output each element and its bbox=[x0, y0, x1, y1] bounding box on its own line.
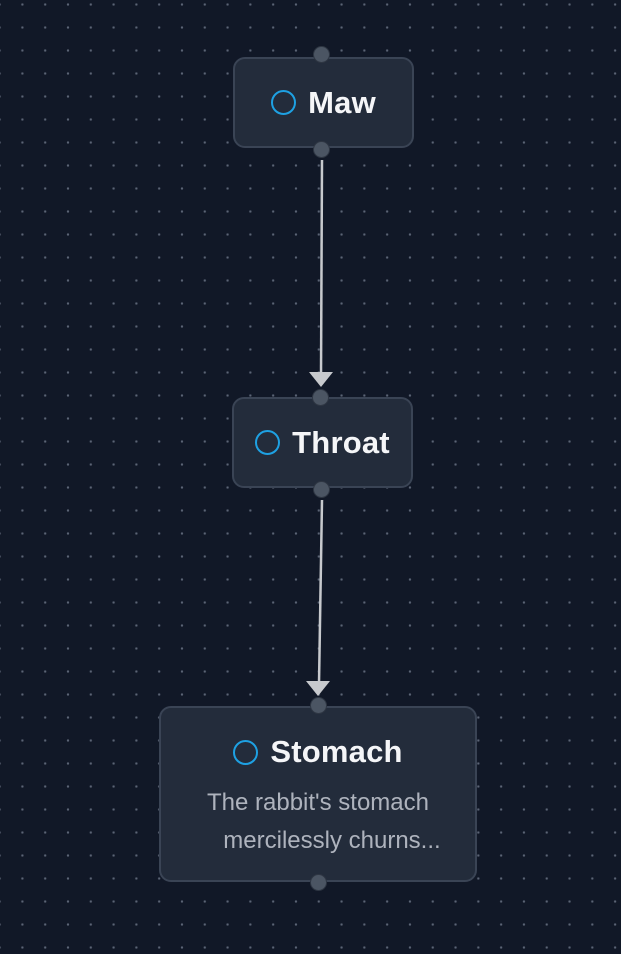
circle-status-icon bbox=[233, 739, 259, 765]
node-maw-header: Maw bbox=[235, 59, 412, 146]
node-stomach-header: Stomach bbox=[161, 734, 475, 770]
node-maw-target-handle[interactable] bbox=[313, 46, 330, 63]
node-stomach[interactable]: Stomach The rabbit's stomach mercilessly… bbox=[159, 706, 477, 882]
node-stomach-description-line: The rabbit's stomach bbox=[206, 789, 429, 816]
edge-maw-to-throat[interactable] bbox=[319, 159, 324, 377]
node-maw-label: Maw bbox=[308, 84, 376, 120]
node-throat-label: Throat bbox=[292, 424, 390, 460]
node-throat-header: Throat bbox=[234, 399, 411, 486]
node-maw[interactable]: Maw bbox=[233, 57, 414, 148]
edge-maw-to-throat-arrowhead bbox=[309, 372, 333, 387]
node-stomach-source-handle[interactable] bbox=[310, 874, 327, 891]
node-throat-source-handle[interactable] bbox=[313, 481, 330, 498]
node-stomach-target-handle[interactable] bbox=[310, 697, 327, 714]
edge-throat-to-stomach[interactable] bbox=[317, 499, 324, 685]
node-stomach-label: Stomach bbox=[270, 734, 403, 769]
circle-status-icon bbox=[255, 430, 281, 455]
node-maw-source-handle[interactable] bbox=[313, 141, 330, 158]
circle-status-icon bbox=[271, 90, 297, 115]
node-throat-target-handle[interactable] bbox=[312, 389, 329, 406]
node-throat[interactable]: Throat bbox=[232, 397, 413, 488]
edge-throat-to-stomach-arrowhead bbox=[306, 681, 330, 696]
node-stomach-description: The rabbit's stomach mercilessly churns.… bbox=[161, 784, 475, 860]
node-stomach-description-line: mercilessly churns... bbox=[223, 827, 441, 854]
